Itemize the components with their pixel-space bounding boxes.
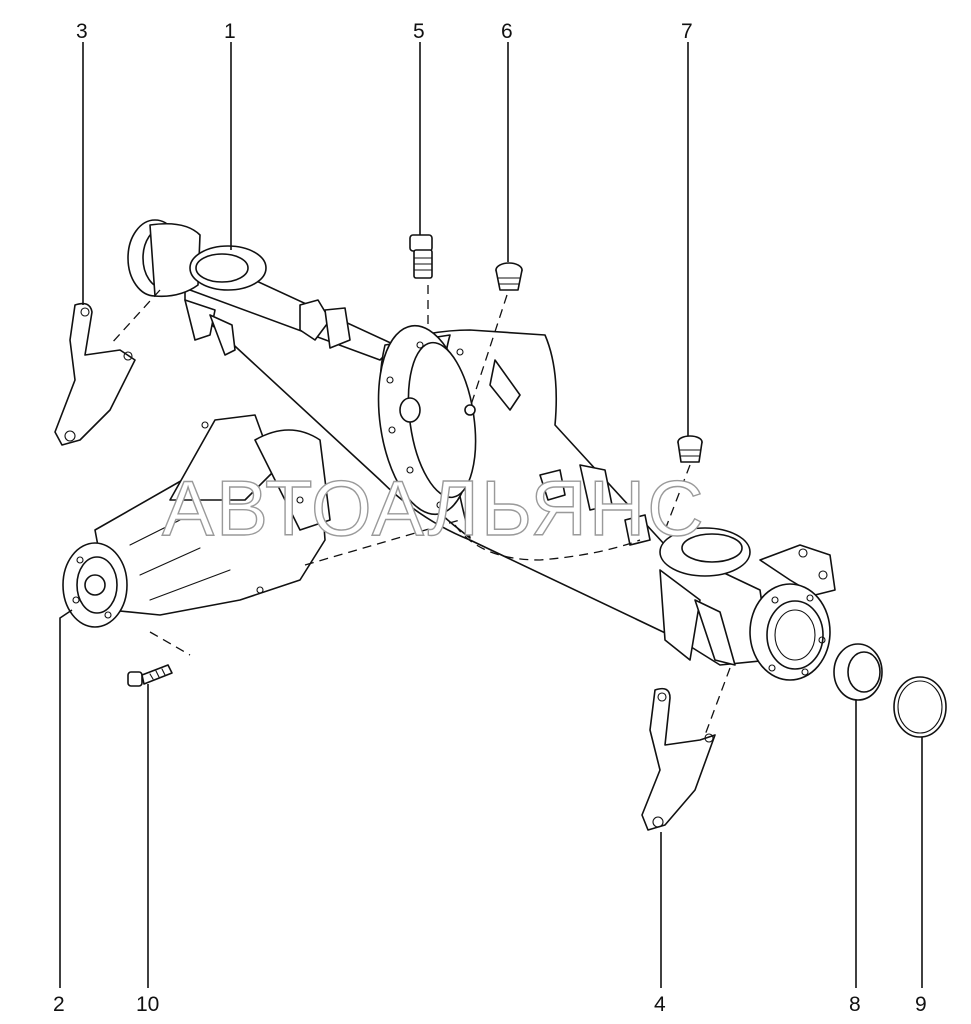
callout-2: 2 bbox=[53, 993, 65, 1016]
callout-3: 3 bbox=[76, 20, 88, 43]
callout-6: 6 bbox=[501, 20, 513, 43]
leader-lines bbox=[59, 42, 923, 988]
plug-6 bbox=[495, 262, 523, 291]
bolt-10 bbox=[127, 664, 173, 687]
assembly-lines bbox=[109, 285, 731, 736]
callout-7: 7 bbox=[681, 20, 693, 43]
callout-10: 10 bbox=[136, 993, 159, 1016]
callout-4: 4 bbox=[654, 993, 666, 1016]
bracket-right bbox=[641, 687, 716, 831]
callout-5: 5 bbox=[413, 20, 425, 43]
o-ring bbox=[893, 676, 947, 738]
oil-seal bbox=[833, 643, 883, 701]
callout-labels: 3 1 5 6 7 2 10 4 8 9 bbox=[53, 20, 927, 1016]
axle-housing bbox=[127, 219, 836, 681]
plug-7 bbox=[677, 435, 703, 463]
bracket-left bbox=[54, 302, 136, 446]
callout-1: 1 bbox=[224, 20, 236, 43]
final-drive-assembly bbox=[62, 414, 331, 628]
breather-valve bbox=[409, 234, 433, 279]
callout-8: 8 bbox=[849, 993, 861, 1016]
callout-9: 9 bbox=[915, 993, 927, 1016]
watermark-text: АВТОАЛЬЯНС bbox=[162, 464, 706, 552]
